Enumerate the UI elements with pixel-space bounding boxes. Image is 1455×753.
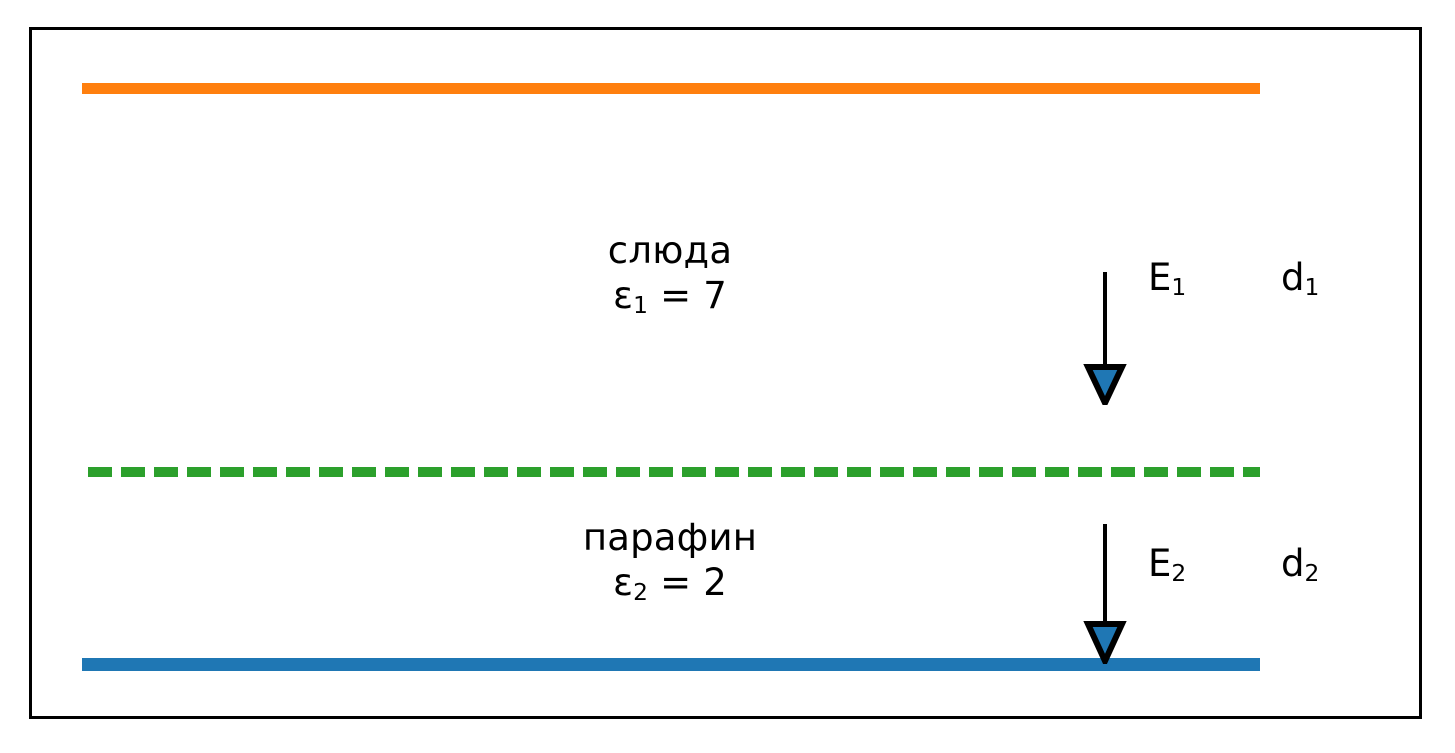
- field-label-1-subscript: 1: [1171, 274, 1187, 302]
- layer-1-epsilon-value: = 7: [660, 274, 728, 317]
- field-arrow-2: [1083, 524, 1127, 664]
- thickness-label-1-symbol: d: [1281, 256, 1305, 299]
- layer-1-epsilon-subscript: 1: [633, 292, 649, 320]
- field-label-1: E1: [1148, 258, 1186, 303]
- layer-1-epsilon-symbol: ε: [612, 274, 634, 317]
- layer-2-epsilon-subscript: 2: [633, 579, 649, 607]
- layer-2-epsilon-symbol: ε: [612, 561, 634, 604]
- layer-1-material: слюда: [607, 229, 733, 272]
- top-plate: [82, 83, 1260, 94]
- thickness-label-2: d2: [1281, 544, 1319, 589]
- layer-2-permittivity: ε2 = 2: [520, 560, 820, 610]
- diagram-frame: [29, 27, 1422, 719]
- bottom-plate: [82, 658, 1260, 671]
- field-label-2-subscript: 2: [1171, 560, 1187, 588]
- dielectric-interface-line: [88, 467, 1260, 477]
- layer-2-material: парафин: [582, 516, 758, 559]
- field-label-1-symbol: E: [1148, 256, 1172, 299]
- layer-2-label: парафин ε2 = 2: [520, 515, 820, 610]
- layer-1-label: слюда ε1 = 7: [520, 228, 820, 323]
- layer-1-permittivity: ε1 = 7: [520, 273, 820, 323]
- field-label-2: E2: [1148, 544, 1186, 589]
- thickness-label-2-symbol: d: [1281, 542, 1305, 585]
- layer-2-epsilon-value: = 2: [660, 561, 728, 604]
- thickness-label-1: d1: [1281, 258, 1319, 303]
- thickness-label-2-subscript: 2: [1304, 560, 1320, 588]
- field-label-2-symbol: E: [1148, 542, 1172, 585]
- thickness-label-1-subscript: 1: [1304, 274, 1320, 302]
- field-arrow-1: [1083, 272, 1127, 405]
